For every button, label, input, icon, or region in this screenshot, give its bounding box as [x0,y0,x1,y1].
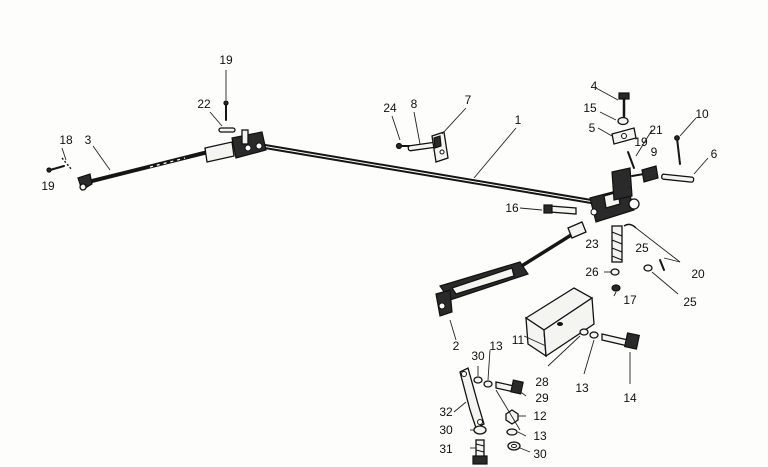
bolt-29 [495,379,524,395]
washer-13-lower [506,428,518,436]
pin-20 [659,259,665,271]
washer-30-lower-right [507,441,521,451]
callout-11: 11 [512,333,525,347]
callout-1: 1 [515,113,522,127]
callout-13-right: 13 [575,381,589,395]
callout-21: 21 [649,123,663,137]
pin-10 [674,135,681,165]
pin-25-upper [623,223,637,229]
left-rod [77,150,210,191]
callout-6: 6 [711,147,718,161]
callout-25-lower: 25 [683,295,697,309]
callout-8: 8 [411,97,418,111]
callout-4: 4 [591,79,598,93]
callout-19-left: 19 [41,179,55,193]
leader-lines [61,70,709,453]
callout-14: 14 [623,391,637,405]
callout-15: 15 [583,101,597,115]
callout-24: 24 [383,101,397,115]
callout-13-lower: 13 [533,429,547,443]
callout-9: 9 [651,145,658,159]
washer-30-lower-left [473,425,487,435]
pin-21 [627,151,635,169]
pin-18 [61,157,73,171]
pin-19-top [223,100,229,121]
washer-30-upper [473,376,483,384]
diagonal-link-rod [510,221,587,274]
callout-22: 22 [197,97,211,111]
bolt-14 [601,332,641,350]
callout-12: 12 [533,409,547,423]
callout-28: 28 [535,375,549,389]
callout-25-upper: 25 [635,241,649,255]
callout-31: 31 [439,442,453,456]
callout-3: 3 [85,133,92,147]
callout-30-lower-right: 30 [533,447,547,461]
pedal-block-11 [524,287,595,358]
callout-labels: 19 22 18 3 19 24 8 7 1 4 15 5 21 19 9 10… [41,53,717,461]
left-coupling-bracket [204,129,267,163]
washer-13-mid [483,380,493,388]
callout-16: 16 [505,201,519,215]
nut-17 [611,284,621,292]
bent-link-32 [459,367,485,429]
callout-26: 26 [585,265,599,279]
callout-18: 18 [59,133,73,147]
callout-2: 2 [453,339,460,353]
washer-26 [610,268,620,276]
pin-19-left [46,165,65,173]
main-rod [259,143,615,208]
callout-5: 5 [589,121,596,135]
callout-19-right: 19 [634,135,648,149]
lower-lever-2 [435,261,529,317]
clevis-9 [641,165,659,183]
callout-29: 29 [535,391,549,405]
plate-5 [611,127,637,145]
right-bellcrank-assembly [589,167,640,223]
washer-28 [579,328,589,336]
pin-19-right [631,173,645,177]
bolt-31 [472,439,488,465]
callout-17: 17 [623,293,637,307]
callout-10: 10 [695,107,709,121]
callout-30-upper: 30 [471,349,485,363]
bolt-4 [618,92,630,118]
washer-25-lower [643,264,653,272]
pin-8 [407,141,437,152]
callout-19-top: 19 [219,53,233,67]
washer-13-right [589,331,599,339]
pin-6 [661,173,695,183]
callout-7: 7 [465,93,472,107]
spring-23 [611,225,623,263]
washer-15 [617,116,629,126]
clip-bracket-7 [431,131,449,163]
callout-32: 32 [439,405,453,419]
callout-20: 20 [691,267,705,281]
callout-30-lower-left: 30 [439,423,453,437]
pin-22 [218,127,236,133]
callout-23: 23 [585,237,599,251]
bolt-16 [543,204,577,215]
callout-13-upper: 13 [489,339,503,353]
